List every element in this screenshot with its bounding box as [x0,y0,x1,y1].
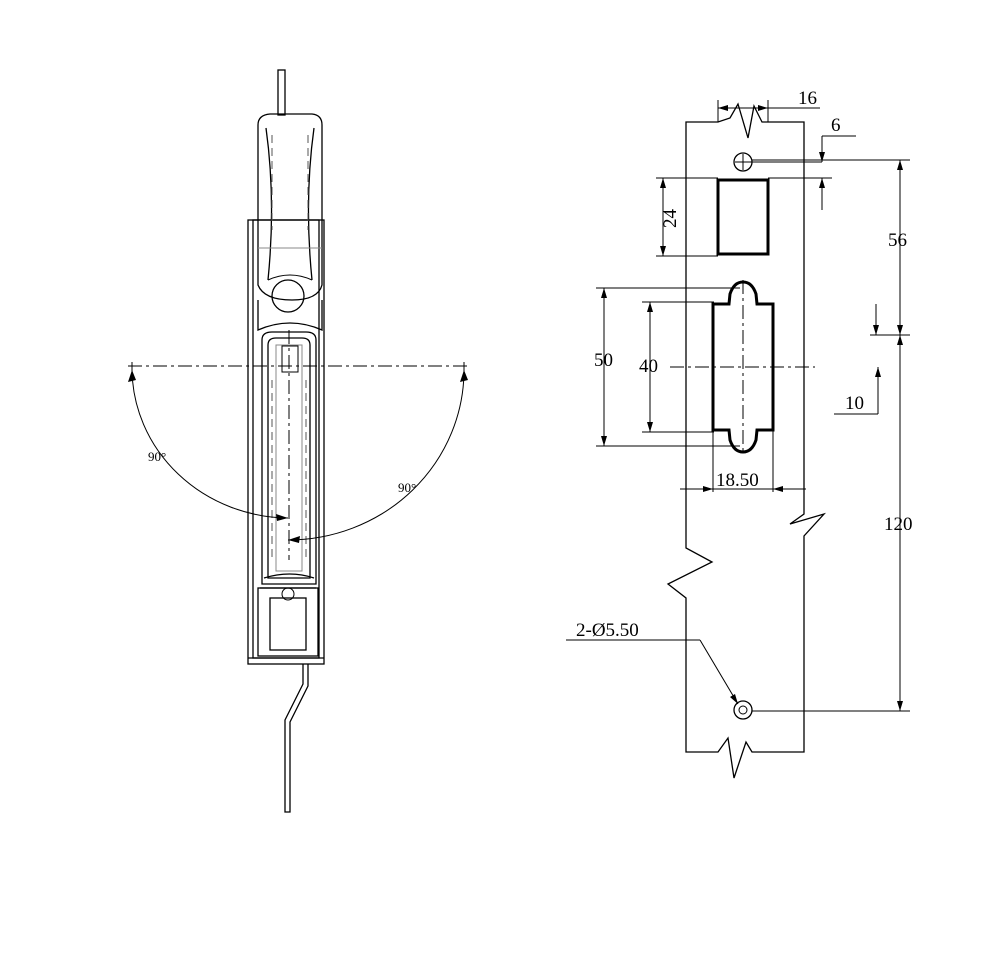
dimension-16: 16 [717,88,820,122]
dimension-120: 120 [752,335,913,712]
latch-handle-view: 90° 90° [128,69,470,813]
dimension-18-50: 18.50 [680,430,806,492]
dim-hole-diameter-label: 2-Ø5.50 [576,620,639,641]
housing-frame [247,219,325,665]
strike-plate-view: 16 6 24 56 [566,88,913,779]
dim-16-label: 16 [798,88,817,109]
dimension-24: 24 [656,177,718,257]
dim-40-label: 40 [639,356,658,377]
dimension-10: 10 [834,304,881,415]
bottom-mounting-hole [733,700,753,720]
lock-box [257,587,319,657]
dimension-50: 50 [594,287,740,447]
angle-label-right: 90° [398,480,416,495]
dim-50-label: 50 [594,350,613,371]
rotation-arc-right [287,369,468,543]
angle-label-left: 90° [148,449,166,464]
dim-18-50-label: 18.50 [716,470,759,491]
rotation-arc-left [128,369,289,521]
dim-6-label: 6 [831,115,841,136]
upper-slot [716,178,770,256]
dimension-40: 40 [639,301,714,433]
bottom-rod [284,664,309,813]
plate-outline [666,102,827,779]
dim-24-label: 24 [660,209,681,229]
dim-120-label: 120 [884,514,913,535]
grip-channel [260,331,317,589]
top-mounting-hole [733,152,753,172]
dimension-56: 56 [752,159,910,336]
dim-56-label: 56 [888,230,907,251]
dimension-6: 6 [750,115,856,210]
dim-10-label: 10 [845,393,864,414]
hole-diameter-callout: 2-Ø5.50 [566,620,739,705]
handle-lever [257,113,323,331]
top-rod [277,69,286,116]
